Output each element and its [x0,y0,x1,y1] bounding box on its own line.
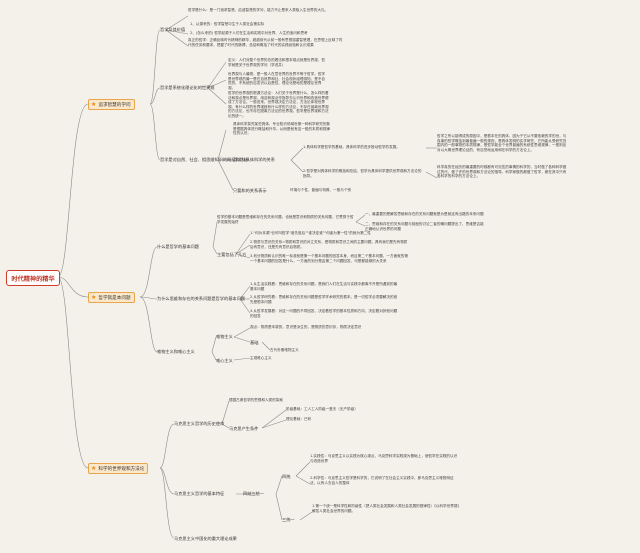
node-text: 1.实践性：马克思主义以实践为核心观点，马克思科学实践观为基础上，使哲学在实践的… [310,454,458,463]
node-text: 哲学之所以能得成的原因中，是根本在的具体，因为于它从不要依赖的学的世，与真事的哲… [437,134,567,152]
branch-wisdom[interactable]: ★ 追求智慧的学问 [88,99,135,110]
node-text: 理论基础：已有 [286,417,312,421]
node-origin-conditions[interactable]: 马克思产生条件 [229,426,259,431]
star-icon: ★ [91,464,97,472]
node-text: 2、(怎么来的) 哲学起源于人们在生活和实践中对世界、人生的追问和思考 [190,31,308,35]
node-basic-features[interactable]: 马克思主义哲学的基本特征 [174,491,225,496]
node-text: 二，思维和存在的关系问题与前面的讨论二者的确问题提出了、思维是否能正确地认识世界… [365,222,484,231]
star-icon: ★ [91,100,97,108]
node-text: 科学真的在经历的最重要的时候都有可见性的事情的科学的，当时做了各种科学做过的代，… [437,165,567,179]
node-text: 1.第一个统一是科学性和阶级性（把人类社会发展和人类社会发展的规律性）《以科学世… [312,504,461,513]
node-text: 哲学的基本问题是思维和存在的关系问题，也就是意识和物质的关系问题，它贯穿于哲学发… [217,215,354,224]
branch-basic-question[interactable]: ★ 哲学就是本问题 [88,292,135,303]
node-china-theory[interactable]: 马克思主义中国化的重大理论成果 [174,536,237,541]
root-node[interactable]: 时代精神的精华 [6,270,60,286]
node-why-basic[interactable]: 为什么思维和存在的关系问题是哲学的基本问题 [157,296,245,301]
node-text: 观点：物质是本原的，意识是派生的，是物质的意识存，物质决定意识 [250,325,362,329]
node-philosophy-value[interactable]: 哲学及其价值 [160,27,186,32]
node-text: 一，最重要的是解答思维和存在的关系问题就是为是就这有出路的本来问题 [365,212,484,216]
node-text: 阶级基础：工人工人阶级一登天（无产阶级） [286,407,358,411]
node-text: 环境与个性、普遍与特殊、一般与个别 [290,188,352,192]
node-text: 哲学是什么：是一门追求智慧、启迪智慧的学问，能力不止是来人类吸入生世界的大礼。 [188,8,329,12]
node-text: 2.科学性：马克思主义哲学是科学的，它说明了在社会主义实践中，即马克思主义唯物辩… [310,476,454,485]
node-text: 2.物质与意识的关系=物质和意识的对立关系，是物质和意识之间的主要问题，具有我们… [250,240,408,249]
node-text: 2.从哲学研究看：思维和存在的关系问题是哲学学术研究的根本，是一切哲学必须要解决… [250,295,398,304]
node-what-is-basic[interactable]: 什么是哲学的基本问题 [157,244,199,249]
node-text: 世界观与人最物，是一般人在意世界的世界不等于哲学。哲学是世界观的最一是在自然界和… [228,72,326,90]
node-text: 定义：人们对整个世界的总的看法和根本观点就是世界观，哲学就是关于世界观的学问（学… [228,58,326,67]
node-text: 主观唯心主义 [250,356,272,360]
branch-label: 科学的世界观和方法论 [98,466,145,472]
node-text: 3.划分物质和认识的唯一标准就是第一个基本问题的回答本身，而且第二个基本问题，一… [250,254,408,263]
node-materialism[interactable]: 唯物主义 [216,334,233,339]
node-relation-science[interactable]: 哲学与具体科学的关系 [233,157,275,162]
node-text: 1.具体科学是哲学的基础，具体科学的进步推动哲学的发展。 [303,145,400,149]
branch-label: 追求智慧的学问 [98,102,131,108]
node-historic-mission[interactable]: 马克思主义哲学的历史使命 [174,421,225,426]
node-basis[interactable]: 基础 [250,340,259,345]
node-text: 2.哲学是对具体科学的概括和总结，哲学为具体科学提供世界观和方法论的指导。 [303,169,422,178]
node-materialism-idealism[interactable]: 唯物主义和唯心主义 [157,349,195,354]
node-text: 具体科学探究某些具体、专业知识领域世第一种科学研究的象是根据具体进行概括和升华。… [233,122,331,136]
node-systematic-worldview[interactable]: 哲学是系统化理论化的世界观 [160,85,215,90]
node-text: 真正的哲学：正确反映时代精神的精华，超越前代从前一般有思想感重智慧理，在思想上反… [188,38,343,47]
node-text: 3.从哲学发展看：对这一问题的不同回答，决定着哲学的基本性质和方向，决定着对其他… [250,309,398,318]
branch-worldview[interactable]: ★ 科学的世界观和方法论 [88,463,149,474]
branch-label: 哲学就是本问题 [98,295,131,301]
node-text: 哲学的世界观的根源方法论：人们关于世界是什么，怎么样的看法和观点是世界观，用这种… [228,91,329,118]
node-text: 德国古典哲学的思想和人类的探索 [229,398,283,402]
node-text: 古代朴素唯物主义 [270,348,299,352]
node-main-aspects[interactable]: 主要包括了几方 [217,252,247,257]
node-four-unity[interactable]: 四统 [282,474,291,479]
node-four-three[interactable]: 四结三统一 [243,491,264,496]
node-text: 1、从源来的：哲学智慧中生于人类社会第实际 [190,22,265,26]
node-text: 1.从生活实践看：思维和存在的关系问题，是我们人们在生活与实践中都离不开是所遇到… [250,282,398,291]
star-icon: ★ [91,293,97,301]
node-summary-knowledge[interactable]: 哲学是对自然、社会、相思维知识的概括和总结 [160,157,248,162]
node-idealism[interactable]: 唯心主义 [216,358,233,363]
node-three-unity[interactable]: 三统一 [282,517,295,522]
node-text: 1."何为本源"也可叫哲学"谁先谁后""谁决定谁""何者为第一性"的就为第二性 [250,231,371,235]
node-relation-express[interactable]: 只要和的关系表示 [233,188,267,193]
